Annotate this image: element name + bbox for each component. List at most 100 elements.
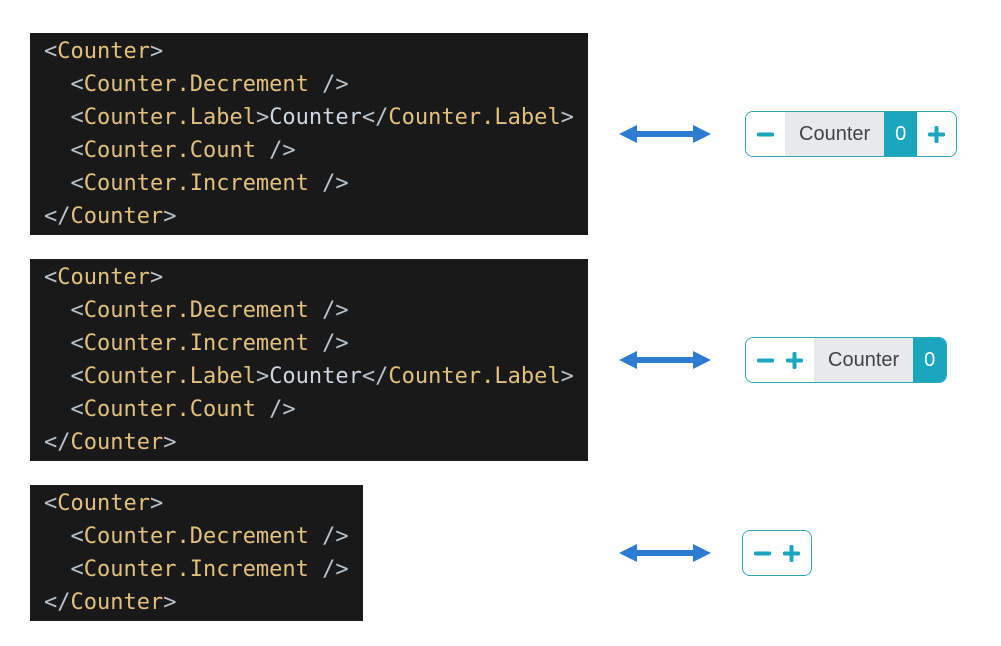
code-token-tag: Counter.Count xyxy=(83,138,256,163)
code-token-punct: /> xyxy=(308,331,349,356)
code-token-punct: < xyxy=(44,105,84,130)
counter-buttons-group xyxy=(743,531,811,575)
code-token-tag: Counter.Decrement xyxy=(83,72,309,97)
code-token-punct: </ xyxy=(44,430,71,455)
increment-button[interactable] xyxy=(783,544,800,562)
minus-icon xyxy=(757,358,774,362)
code-token-punct: < xyxy=(44,397,84,422)
code-token-punct: < xyxy=(44,39,58,64)
increment-button[interactable] xyxy=(786,351,803,369)
decrement-button[interactable] xyxy=(757,352,774,369)
code-token-punct: > xyxy=(163,590,177,615)
jsx-code-block: <Counter> <Counter.Decrement /> <Counter… xyxy=(30,33,588,235)
code-token-punct: /> xyxy=(308,557,349,582)
code-token-punct: /> xyxy=(308,72,349,97)
code-token-punct: < xyxy=(44,72,84,97)
code-token-punct: > xyxy=(163,204,177,229)
code-line: <Counter.Count /> xyxy=(44,393,574,426)
code-token-tag: Counter xyxy=(57,39,150,64)
plus-icon xyxy=(783,544,800,562)
code-token-punct: > xyxy=(163,430,177,455)
code-token-punct: < xyxy=(44,331,84,356)
code-token-punct: </ xyxy=(44,590,71,615)
increment-button[interactable] xyxy=(928,125,946,143)
code-token-tag: Counter xyxy=(70,430,164,455)
code-token-tag: Counter.Count xyxy=(83,397,256,422)
code-token-punct: </ xyxy=(361,105,389,130)
code-token-tag: Counter.Increment xyxy=(83,331,309,356)
code-token-punct: > xyxy=(255,364,270,389)
code-token-punct: < xyxy=(44,364,84,389)
code-token-punct: /> xyxy=(255,138,296,163)
code-token-tag: Counter.Decrement xyxy=(83,298,309,323)
code-line: <Counter> xyxy=(44,487,349,520)
example-row: <Counter> <Counter.Decrement /> <Counter… xyxy=(30,259,1001,461)
decrement-button[interactable] xyxy=(757,126,774,143)
code-line: <Counter.Increment /> xyxy=(44,553,349,586)
code-token-punct: > xyxy=(560,364,574,389)
code-token-tag: Counter xyxy=(57,265,150,290)
code-line: <Counter.Decrement /> xyxy=(44,68,574,101)
example-row: <Counter> <Counter.Decrement /> <Counter… xyxy=(30,33,1001,235)
code-line: <Counter> xyxy=(44,35,574,68)
counter-buttons-group xyxy=(746,112,785,156)
double-headed-arrow-icon xyxy=(618,542,712,564)
jsx-code-block: <Counter> <Counter.Decrement /> <Counter… xyxy=(30,259,588,461)
plus-icon xyxy=(786,351,803,369)
code-token-punct: < xyxy=(44,557,84,582)
code-token-punct: < xyxy=(44,524,84,549)
minus-icon xyxy=(754,551,771,555)
code-line: <Counter.Label>Counter</Counter.Label> xyxy=(44,360,574,393)
code-token-tag: Counter xyxy=(70,590,164,615)
code-line: <Counter.Label>Counter</Counter.Label> xyxy=(44,101,574,134)
decrement-button[interactable] xyxy=(754,545,771,562)
code-line: <Counter.Decrement /> xyxy=(44,520,349,553)
counter-buttons-group xyxy=(746,338,814,382)
jsx-code-block: <Counter> <Counter.Decrement /> <Counter… xyxy=(30,485,363,621)
code-token-tag: Counter xyxy=(57,491,150,516)
code-token-punct: > xyxy=(255,105,270,130)
code-token-punct: </ xyxy=(44,204,71,229)
code-token-punct: > xyxy=(560,105,574,130)
counter-label: Counter xyxy=(814,338,914,382)
code-token-punct: < xyxy=(44,491,58,516)
code-token-punct: < xyxy=(44,171,84,196)
code-token-punct: < xyxy=(44,298,84,323)
code-line: </Counter> xyxy=(44,426,574,459)
code-token-tag: Counter.Decrement xyxy=(83,524,309,549)
code-token-tag: Counter.Label xyxy=(388,105,561,130)
code-token-punct: > xyxy=(149,39,164,64)
plus-icon xyxy=(928,125,946,143)
code-token-punct: /> xyxy=(308,298,349,323)
code-token-punct: < xyxy=(44,138,84,163)
code-token-tag: Counter.Increment xyxy=(83,171,309,196)
code-token-punct: > xyxy=(149,265,164,290)
code-token-text: Counter xyxy=(269,105,362,130)
code-line: <Counter.Increment /> xyxy=(44,327,574,360)
counter-buttons-group xyxy=(917,112,957,156)
code-line: </Counter> xyxy=(44,586,349,619)
code-line: </Counter> xyxy=(44,200,574,233)
code-token-tag: Counter.Label xyxy=(83,364,256,389)
code-token-punct: > xyxy=(149,491,164,516)
counter-compound-examples: <Counter> <Counter.Decrement /> <Counter… xyxy=(30,33,1001,621)
code-token-punct: </ xyxy=(361,364,389,389)
code-token-punct: < xyxy=(44,265,58,290)
minus-icon xyxy=(757,132,774,136)
double-headed-arrow-icon xyxy=(618,123,712,145)
code-token-text: Counter xyxy=(269,364,362,389)
code-token-punct: /> xyxy=(255,397,296,422)
double-headed-arrow-icon xyxy=(618,349,712,371)
code-line: <Counter> xyxy=(44,261,574,294)
code-token-tag: Counter.Increment xyxy=(83,557,309,582)
code-token-punct: /> xyxy=(308,171,349,196)
code-line: <Counter.Increment /> xyxy=(44,167,574,200)
counter-label: Counter xyxy=(785,112,885,156)
code-token-tag: Counter.Label xyxy=(83,105,256,130)
code-token-tag: Counter.Label xyxy=(388,364,561,389)
code-token-punct: /> xyxy=(308,524,349,549)
code-line: <Counter.Decrement /> xyxy=(44,294,574,327)
counter-count-value: 0 xyxy=(884,112,918,156)
